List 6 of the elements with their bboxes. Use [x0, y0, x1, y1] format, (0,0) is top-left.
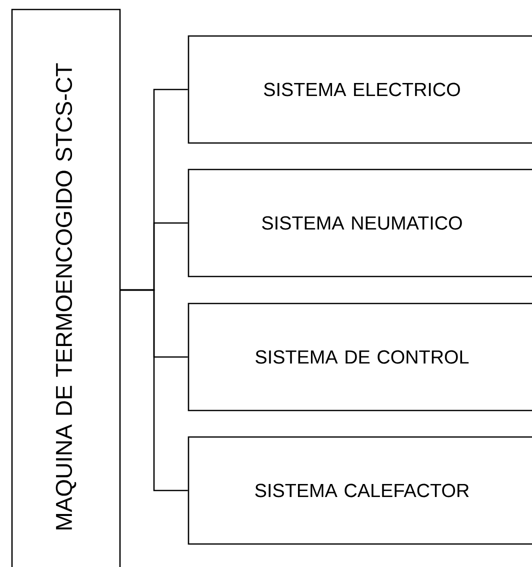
connector-line — [120, 289, 188, 492]
machine-box: MAQUINA DE TERMOENCOGIDO STCS-CT — [11, 8, 121, 567]
system-box: SISTEMA DE CONTROL — [188, 302, 532, 412]
system-box: SISTEMA ELECTRICO — [188, 35, 532, 144]
system-box: SISTEMA CALEFACTOR — [188, 436, 532, 545]
system-box: SISTEMA NEUMATICO — [188, 168, 532, 278]
